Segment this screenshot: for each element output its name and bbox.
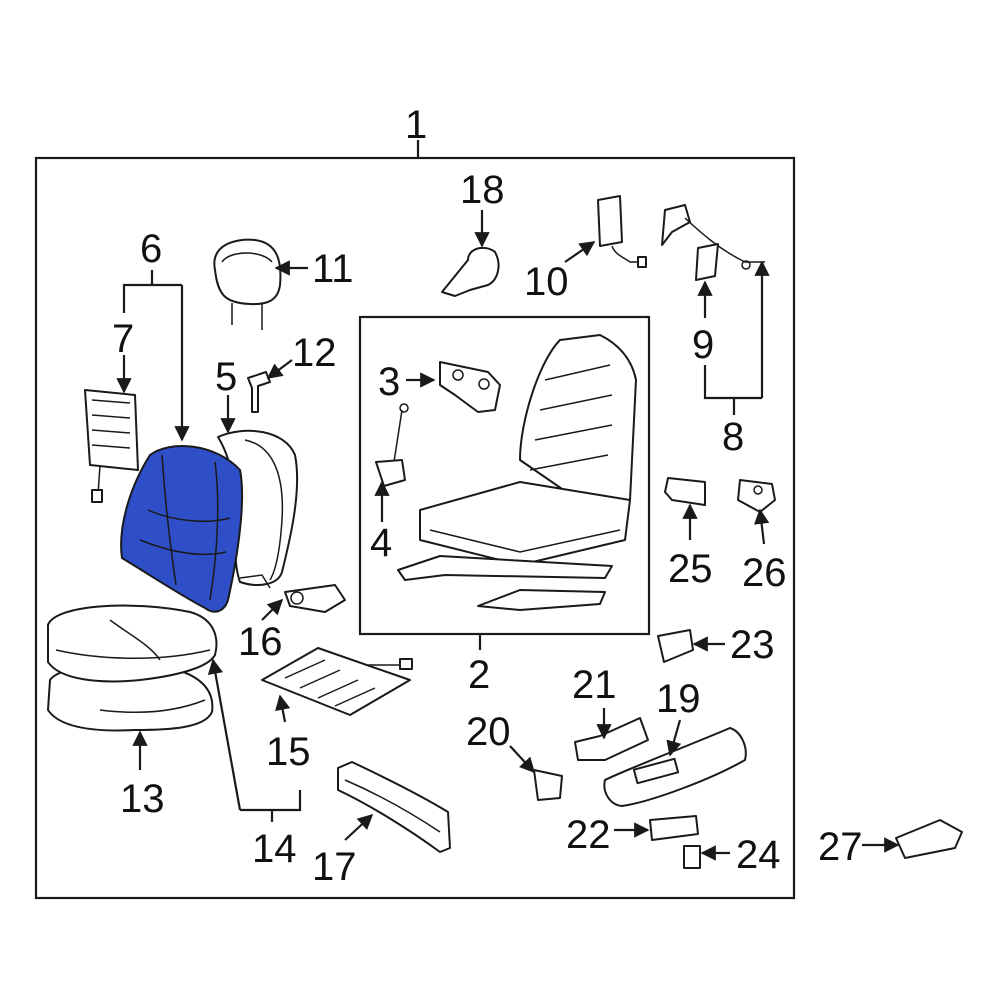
knob-22-part[interactable] xyxy=(649,815,699,841)
headrest-guide-part[interactable] xyxy=(247,371,271,413)
callout-labels: 1 2 3 4 5 6 7 8 9 10 11 12 13 14 15 16 1… xyxy=(112,103,863,889)
callout-21: 21 xyxy=(572,663,617,707)
callout-18: 18 xyxy=(460,168,505,212)
callout-5: 5 xyxy=(215,355,237,399)
callout-8: 8 xyxy=(722,415,744,459)
callout-15: 15 xyxy=(266,730,311,774)
adjuster-bracket-part[interactable] xyxy=(439,361,501,413)
seat-assembly-frame xyxy=(34,140,796,900)
callout-12: 12 xyxy=(292,331,337,375)
seat-frame-box xyxy=(358,315,651,650)
wire-harness-part[interactable] xyxy=(661,204,765,270)
callout-13: 13 xyxy=(120,777,165,821)
knob-24-part[interactable] xyxy=(683,845,701,869)
callout-19: 19 xyxy=(656,677,701,721)
callout-10: 10 xyxy=(524,260,569,304)
callout-1: 1 xyxy=(405,103,427,147)
callout-14: 14 xyxy=(252,827,297,871)
callout-9: 9 xyxy=(692,323,714,367)
headrest-part[interactable] xyxy=(213,238,282,330)
seatback-bracket-part[interactable] xyxy=(284,584,346,613)
callout-6: 6 xyxy=(140,227,162,271)
callout-16: 16 xyxy=(238,620,283,664)
callout-27: 27 xyxy=(818,825,863,869)
callout-17: 17 xyxy=(312,845,357,889)
callout-20: 20 xyxy=(466,710,511,754)
callout-2: 2 xyxy=(468,653,490,697)
callout-25: 25 xyxy=(668,547,713,591)
callout-22: 22 xyxy=(566,813,611,857)
cover-27-part[interactable] xyxy=(895,819,963,859)
callout-4: 4 xyxy=(370,521,392,565)
callout-3: 3 xyxy=(378,360,400,404)
callout-23: 23 xyxy=(730,623,775,667)
clip-23-part[interactable] xyxy=(657,629,694,663)
outer-shield-part[interactable] xyxy=(603,727,747,807)
seatback-heater-part[interactable] xyxy=(84,389,139,503)
side-airbag-part[interactable] xyxy=(597,195,647,268)
callout-26: 26 xyxy=(742,551,787,595)
seat-cushion-cover-part[interactable] xyxy=(47,604,218,683)
switch-bracket-part[interactable] xyxy=(574,717,649,761)
connector-part[interactable] xyxy=(695,243,719,281)
callout-7: 7 xyxy=(112,317,134,361)
seat-frame-part[interactable] xyxy=(397,334,637,611)
seat-heater-part[interactable] xyxy=(261,647,413,716)
bracket-26-part[interactable] xyxy=(737,479,776,513)
callout-24: 24 xyxy=(736,833,781,877)
switch-knob-part[interactable] xyxy=(533,769,563,801)
recliner-cover-part[interactable] xyxy=(441,246,500,297)
height-link-part[interactable] xyxy=(375,403,409,487)
side-shield-part[interactable] xyxy=(337,761,451,853)
bracket-25-part[interactable] xyxy=(664,477,706,506)
seatback-cover-part[interactable] xyxy=(120,445,244,613)
leader-lines xyxy=(116,210,900,861)
callout-11: 11 xyxy=(312,247,354,291)
